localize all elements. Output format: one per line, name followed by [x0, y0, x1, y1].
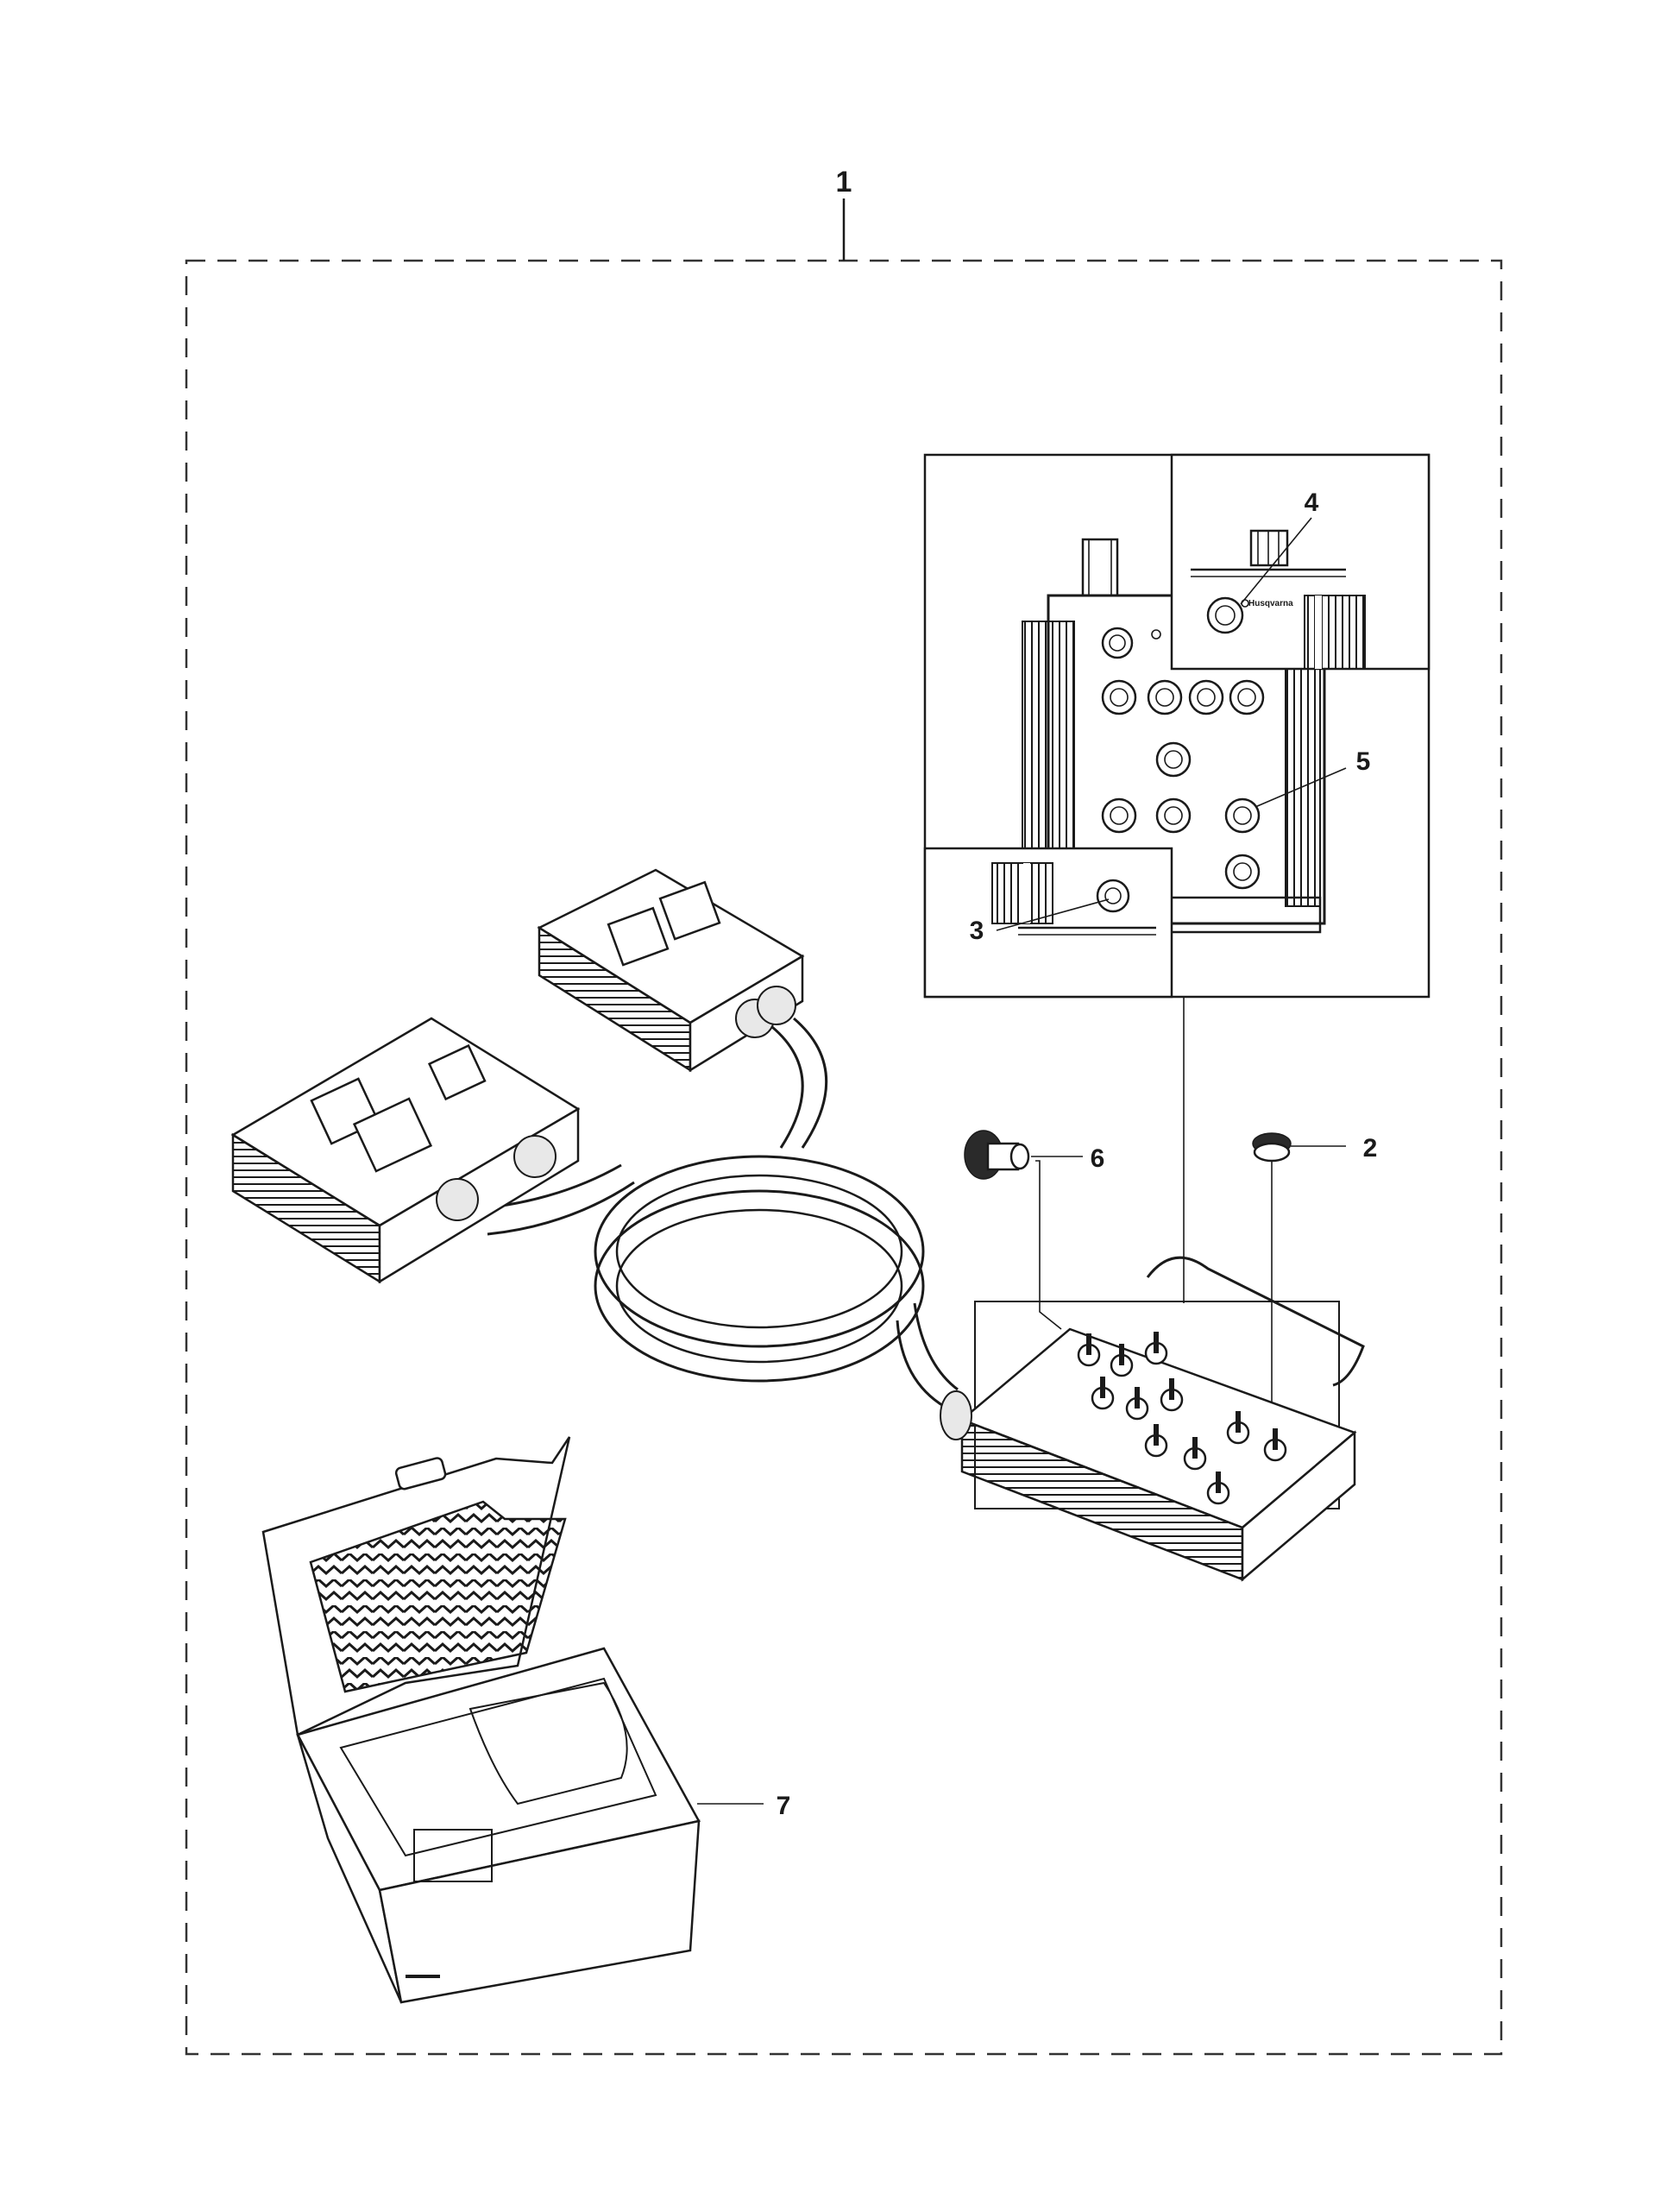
leader-6-b [1035, 1160, 1062, 1330]
part-2-cap [1252, 1132, 1292, 1163]
callout-6: 6 [1091, 1144, 1105, 1173]
connector-box-upper [537, 868, 805, 1073]
detail-inset-top: Husqvarna [1170, 453, 1431, 671]
kit-boundary [185, 199, 1503, 2056]
switch-control-box [940, 1256, 1365, 1582]
cable-coil [482, 1017, 959, 1408]
part-6-plug [964, 1130, 1030, 1180]
callout-4: 4 [1305, 488, 1319, 517]
connector-box-left [230, 1017, 581, 1284]
detail-inset-bottom [923, 847, 1173, 999]
callout-3: 3 [970, 917, 984, 945]
toggle-switches [1077, 1332, 1287, 1505]
switch-sockets [1101, 627, 1265, 890]
callout-2: 2 [1363, 1134, 1378, 1163]
callout-7: 7 [777, 1792, 791, 1820]
callout-5: 5 [1356, 747, 1371, 776]
callout-1: 1 [836, 166, 852, 199]
inset-panel: Husqvarna [923, 453, 1431, 999]
brand-mark: Husqvarna [1248, 599, 1293, 608]
part-7-storage-case [261, 1436, 701, 2004]
